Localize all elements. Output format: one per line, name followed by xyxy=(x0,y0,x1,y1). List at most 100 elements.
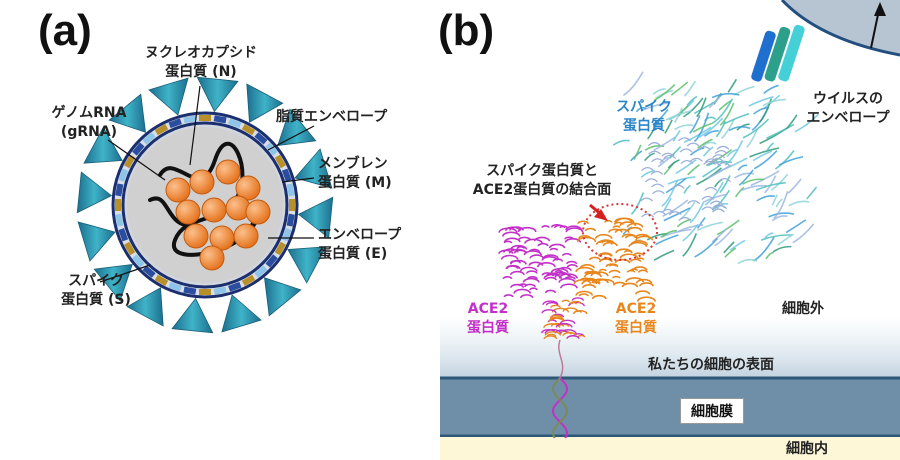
ace2-orange-ribbon xyxy=(619,253,639,259)
ace2-magenta-ribbon xyxy=(544,289,557,294)
membrane-protein-icon xyxy=(118,168,129,182)
spike-ribbon xyxy=(707,164,732,180)
transmembrane-helix xyxy=(552,377,568,439)
spike-ribbon xyxy=(711,157,724,162)
spike-ribbon xyxy=(773,190,789,220)
spike-ribbon xyxy=(707,160,733,167)
spike-ribbon xyxy=(667,176,696,185)
ace2-neck-ribbon xyxy=(544,328,562,334)
spike-ribbon xyxy=(716,202,729,209)
spike-ribbon xyxy=(750,170,780,187)
ace2-magenta-ribbon xyxy=(558,273,578,279)
ace2-orange-ribbon xyxy=(615,217,635,223)
nucleocapsid-protein-icon xyxy=(175,199,201,225)
spike-ribbon xyxy=(787,178,802,194)
spike-ribbon xyxy=(742,118,770,139)
membrane-protein-icon xyxy=(213,286,227,295)
spike-ribbon xyxy=(755,181,786,191)
spike-ribbon xyxy=(704,186,718,191)
ace2-orange-ribbon xyxy=(579,264,595,269)
spike-glycoprotein-icon xyxy=(294,148,333,189)
membrane-protein-label: メンブレン蛋白質 (M) xyxy=(318,156,392,191)
spike-glycoprotein-icon xyxy=(148,77,189,116)
spike-ribbon xyxy=(772,245,792,253)
spike-ribbon xyxy=(702,164,722,178)
membrane-protein-icon xyxy=(115,199,121,211)
ace2-neck-ribbon xyxy=(570,300,582,305)
membrane-protein-icon xyxy=(241,124,256,136)
spike-glycoprotein-icon xyxy=(287,246,327,284)
spike-ribbon xyxy=(635,106,647,113)
spike-ribbon xyxy=(703,130,719,137)
spike-ribbon xyxy=(701,195,715,200)
spike-ribbon xyxy=(661,152,675,157)
binding-interface-ellipse xyxy=(582,203,658,261)
virus-particle-diagram xyxy=(76,76,334,334)
spike-ribbon xyxy=(727,78,738,93)
ace2-orange-ribbon xyxy=(614,228,630,233)
spike-protein-structure xyxy=(612,71,820,265)
spike-ribbon xyxy=(703,160,716,165)
ace2-magenta-ribbon xyxy=(523,250,542,256)
spike-ribbon xyxy=(677,224,704,233)
spike-ribbon xyxy=(794,113,820,133)
ace2-magenta-ribbon xyxy=(513,288,532,294)
spike-glycoprotein-icon xyxy=(108,93,146,133)
spike-ribbon xyxy=(712,154,726,159)
spike-ribbon xyxy=(778,155,804,166)
spike-ribbon xyxy=(719,175,731,194)
panel-a-label: (a) xyxy=(38,6,92,55)
membrane-protein-icon xyxy=(154,124,169,136)
spike-ribbon xyxy=(771,194,779,206)
ace2-magenta-ribbon xyxy=(508,248,527,254)
ace2-neck-ribbon xyxy=(561,299,570,303)
spike-ribbon xyxy=(653,83,676,102)
ace2-magenta-ribbon xyxy=(525,270,538,274)
spike-ribbon xyxy=(686,95,698,106)
spike-ribbon xyxy=(648,150,662,155)
spike-ribbon xyxy=(668,211,682,216)
intracellular-label: 細胞内 xyxy=(786,441,828,457)
membrane-protein-icon xyxy=(281,168,292,182)
ace2-orange-ribbon xyxy=(595,278,615,285)
spike-ribbon xyxy=(661,179,679,207)
spike-ribbon xyxy=(749,147,780,158)
spike-ribbon xyxy=(760,234,793,241)
ace2-orange-ribbon xyxy=(613,221,624,225)
spike-ribbon xyxy=(785,219,807,234)
spike-ribbon xyxy=(768,212,795,218)
spike-glycoprotein-icon xyxy=(246,83,284,123)
ace2-orange-ribbon xyxy=(598,268,607,272)
cell-layers xyxy=(440,318,900,460)
spike-ribbon xyxy=(717,162,731,167)
ace2-magenta-ribbon xyxy=(560,283,578,289)
ace2-magenta-ribbon xyxy=(516,246,525,249)
spike-ribbon xyxy=(653,136,676,152)
ace2-orange-ribbon xyxy=(591,278,609,284)
ace2-neck-ribbon xyxy=(550,304,561,308)
spike-ribbon xyxy=(705,158,719,163)
spike-ribbon xyxy=(655,234,679,246)
leader-line xyxy=(267,125,315,151)
ace2-orange-ribbon xyxy=(608,228,623,233)
viral-envelope-arc xyxy=(780,0,900,57)
spike-ribbon xyxy=(673,107,683,124)
ace2-orange-ribbon xyxy=(591,294,607,300)
membrane-protein-icon xyxy=(124,154,136,169)
membrane-protein-icon xyxy=(228,281,242,292)
ace2-magenta-ribbon xyxy=(565,225,583,231)
nucleocapsid-protein-icon xyxy=(215,159,241,185)
membrane-protein-icon xyxy=(199,115,211,121)
ace2-magenta-ribbon xyxy=(542,254,559,259)
spike-ribbon xyxy=(630,192,645,215)
membrane-protein-icon xyxy=(289,199,295,211)
membrane-protein-icon xyxy=(118,228,129,242)
spike-ribbon xyxy=(771,215,788,222)
membrane-protein-icon xyxy=(183,286,197,295)
spike-ribbon xyxy=(697,117,724,139)
membrane-protein-icon xyxy=(168,281,182,292)
spike-ribbon xyxy=(709,200,723,205)
leader-line xyxy=(189,85,201,166)
